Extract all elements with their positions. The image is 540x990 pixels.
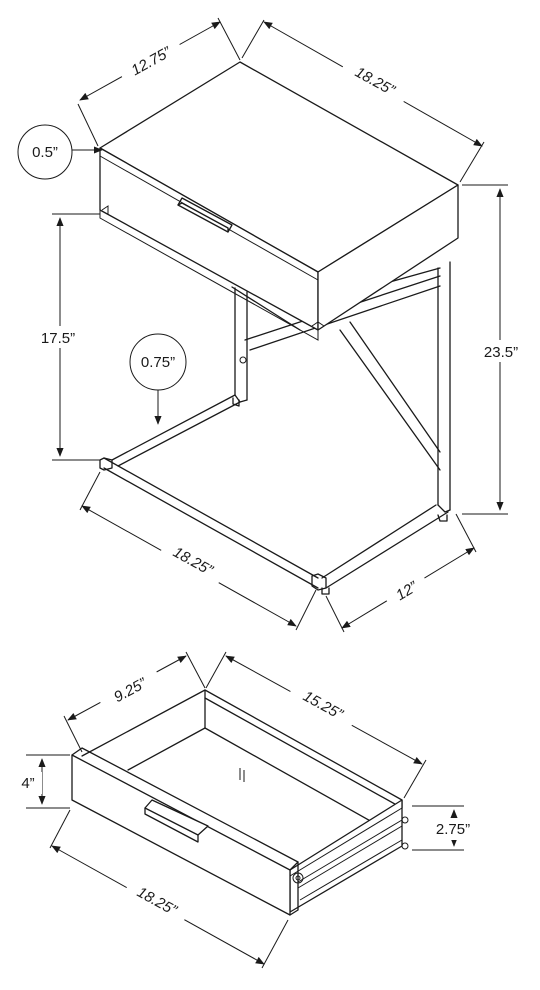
dim-top-depth: 12.75” (77, 17, 241, 147)
dim-drawer-front-height: 4” (14, 754, 70, 809)
drawer-box-height-label: 2.75” (436, 821, 470, 838)
top-thickness-label: 0.5” (32, 144, 58, 161)
callout-circle (17, 124, 73, 180)
total-height-label: 23.5” (484, 344, 518, 361)
dim-top-thickness: 0.5” (17, 124, 103, 180)
dim-base-depth: 12” (325, 513, 477, 633)
dim-base-thickness: 0.75” (129, 333, 187, 425)
drawer-front (71, 754, 291, 916)
dim-drawer-box-height: 2.75” (412, 805, 478, 851)
dim-total-height: 23.5” (462, 184, 532, 515)
dim-clearance-height: 17.5” (28, 213, 100, 461)
drawer-drawing (71, 689, 409, 916)
drawer-front-height-label: 4” (21, 775, 34, 792)
side-table-drawing: 12.75” 18.25” 0.5” 17.5” 0.75” (17, 17, 532, 633)
dim-base-width: 18.25” (79, 471, 317, 631)
clearance-height-label: 17.5” (41, 330, 75, 347)
dim-drawer-inner-width: 15.25” (205, 651, 427, 799)
table-top (99, 61, 459, 341)
base-thickness-label: 0.75” (141, 354, 175, 371)
table-frame (99, 261, 451, 595)
